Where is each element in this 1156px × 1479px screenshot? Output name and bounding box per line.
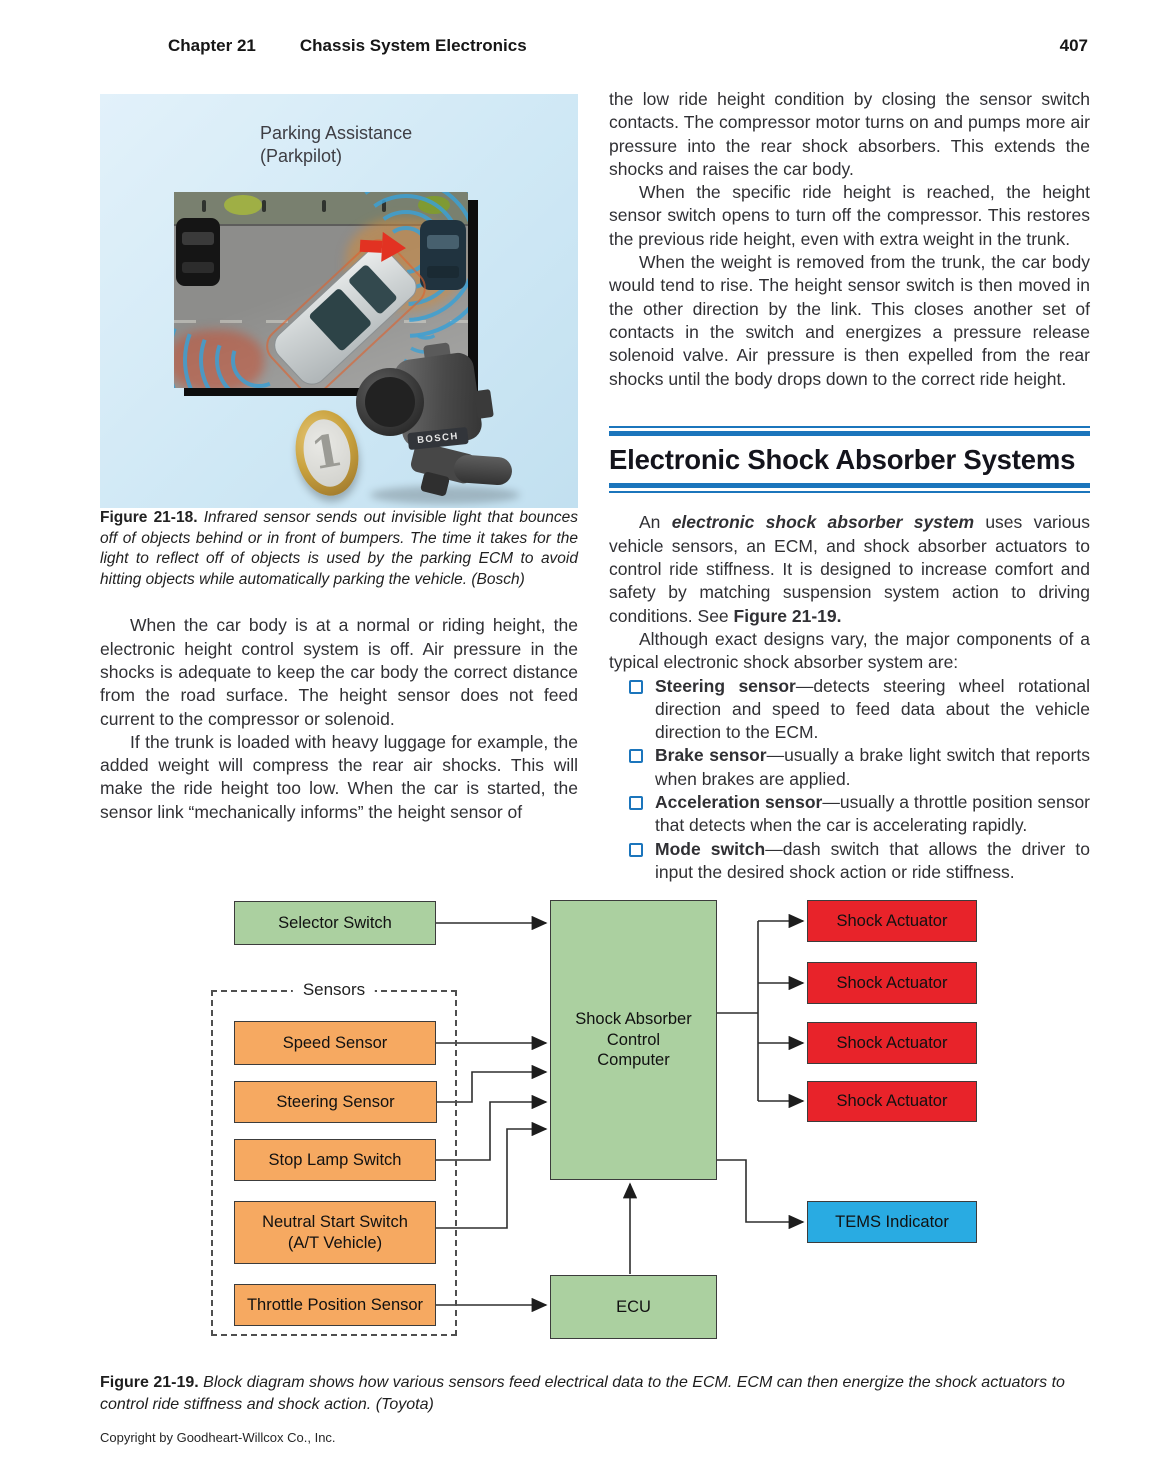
running-head: Chapter 21 Chassis System Electronics 407	[168, 36, 1088, 60]
bush	[224, 195, 262, 215]
diagram-box-throttle-position-sensor: Throttle Position Sensor	[234, 1284, 436, 1326]
diagram-box-neutral-start-switch: Neutral Start Switch (A/T Vehicle)	[234, 1201, 436, 1264]
arrow-head	[381, 231, 407, 264]
bosch-logo: BOSCH	[407, 426, 469, 451]
copyright-notice: Copyright by Goodheart-Willcox Co., Inc.	[100, 1430, 336, 1445]
diagram-box-stop-lamp-switch: Stop Lamp Switch	[234, 1139, 436, 1181]
bullet-square-icon	[629, 842, 643, 857]
diagram-box-steering-sensor: Steering Sensor	[234, 1081, 437, 1123]
caption-figure-label: Figure 21-18.	[100, 509, 198, 526]
bullet-text: —usually a brake light switch that repor…	[655, 745, 1090, 789]
figure-21-18-caption: Figure 21-18. Infrared sensor sends out …	[100, 508, 578, 590]
caption-text: Block diagram shows how various sensors …	[100, 1374, 1065, 1413]
sensors-group-frame: Sensors	[211, 980, 457, 1336]
para4-mid: uses various vehicle sensors, an ECM, an…	[609, 512, 1090, 626]
bullet-term: Mode switch	[655, 838, 766, 859]
parking-meter-icon	[202, 200, 206, 212]
right-column: the low ride height condition by closing…	[609, 88, 1090, 884]
caption-text: Infrared sensor sends out invisible ligh…	[100, 509, 578, 588]
parking-meter-icon	[322, 200, 326, 212]
bullet-square-icon	[629, 679, 643, 694]
bullet-brake-sensor: Brake sensor—usually a brake light switc…	[609, 744, 1090, 791]
bullet-term: Steering sensor	[655, 675, 796, 696]
diagram-box-tems-indicator: TEMS Indicator	[807, 1201, 977, 1243]
diagram-box-shock-actuator-2: Shock Actuator	[807, 962, 977, 1004]
car-window	[427, 266, 459, 278]
bullet-acceleration-sensor: Acceleration sensor—usually a throttle p…	[609, 791, 1090, 838]
bullet-term: Brake sensor	[655, 745, 767, 766]
car-window	[427, 235, 459, 249]
heading-rule-top-thin	[609, 425, 1090, 429]
diagram-box-selector-switch: Selector Switch	[234, 901, 436, 945]
right-paragraph-1: the low ride height condition by closing…	[609, 89, 1090, 179]
diagram-box-shock-actuator-1: Shock Actuator	[807, 900, 977, 942]
diagram-box-speed-sensor: Speed Sensor	[234, 1021, 436, 1065]
diagram-box-shock-actuator-3: Shock Actuator	[807, 1022, 977, 1064]
car-window	[182, 232, 214, 245]
bullet-text: —dash switch that allows the driver to i…	[655, 838, 1090, 882]
diagram-box-shock-actuator-4: Shock Actuator	[807, 1081, 977, 1122]
component-bullet-list: Steering sensor—detects steering wheel r…	[609, 675, 1090, 885]
section-heading: Electronic Shock Absorber Systems	[609, 444, 1076, 476]
para4-figure-reference: Figure 21-19.	[733, 605, 842, 626]
bullet-term: Acceleration sensor	[655, 792, 823, 813]
bullet-square-icon	[629, 796, 643, 811]
right-paragraph-5: Although exact designs vary, the major c…	[609, 628, 1090, 673]
section-heading-block: Electronic Shock Absorber Systems	[609, 425, 1090, 494]
chapter-title: Chassis System Electronics	[299, 36, 527, 55]
sensor-transducer	[356, 368, 424, 436]
parking-meter-icon	[262, 200, 266, 212]
curb-line	[174, 224, 468, 226]
parking-assistance-label: Parking Assistance (Parkpilot)	[260, 123, 413, 167]
parked-car-left	[176, 218, 220, 286]
bullet-text: —usually a throttle position sensor that…	[655, 792, 1091, 836]
right-paragraph-2: When the specific ride height is reached…	[609, 182, 1090, 249]
sensors-group-label: Sensors	[292, 980, 376, 1000]
transducer-face	[365, 377, 415, 427]
parked-car-right	[420, 220, 466, 290]
right-paragraph-4: An electronic shock absorber system uses…	[609, 511, 1090, 627]
para4-key-term: electronic shock absorber system	[671, 512, 975, 533]
arrow-shaft	[359, 239, 383, 253]
bosch-sensor-unit: BOSCH	[350, 342, 520, 506]
figure-21-18-illustration: Parking Assistance (Parkpilot)	[100, 94, 578, 508]
heading-rule-top-thick	[609, 431, 1090, 437]
car-window	[182, 262, 214, 273]
direction-arrow-icon	[359, 231, 409, 264]
left-paragraph-1: When the car body is at a normal or ridi…	[100, 615, 578, 729]
para4-pre: An	[639, 512, 672, 533]
chapter-number: Chapter 21	[168, 36, 256, 55]
left-column: Parking Assistance (Parkpilot)	[100, 94, 578, 824]
parking-scene-photo	[174, 192, 468, 388]
page-number: 407	[1059, 36, 1088, 55]
caption-figure-label: Figure 21-19.	[100, 1374, 199, 1391]
sensor-barrel	[453, 454, 513, 486]
bullet-mode-switch: Mode switch—dash switch that allows the …	[609, 838, 1090, 885]
coin-digit: 1	[307, 424, 347, 481]
bullet-steering-sensor: Steering sensor—detects steering wheel r…	[609, 675, 1090, 745]
sensor-connector	[474, 389, 494, 419]
heading-rule-bottom-thin	[609, 490, 1090, 494]
heading-rule-bottom-thick	[609, 482, 1090, 488]
figure-21-19-caption: Figure 21-19. Block diagram shows how va…	[100, 1372, 1092, 1416]
right-paragraph-3: When the weight is removed from the trun…	[609, 252, 1090, 389]
bullet-square-icon	[629, 749, 643, 764]
diagram-box-ecu: ECU	[550, 1275, 717, 1339]
diagram-box-shock-absorber-control-computer: Shock Absorber Control Computer	[550, 900, 717, 1180]
bullet-text: —detects steering wheel rotational direc…	[655, 675, 1090, 743]
parking-meter-icon	[382, 200, 386, 212]
coin-face: 1	[298, 415, 356, 491]
left-paragraph-2: If the trunk is loaded with heavy luggag…	[100, 731, 578, 822]
